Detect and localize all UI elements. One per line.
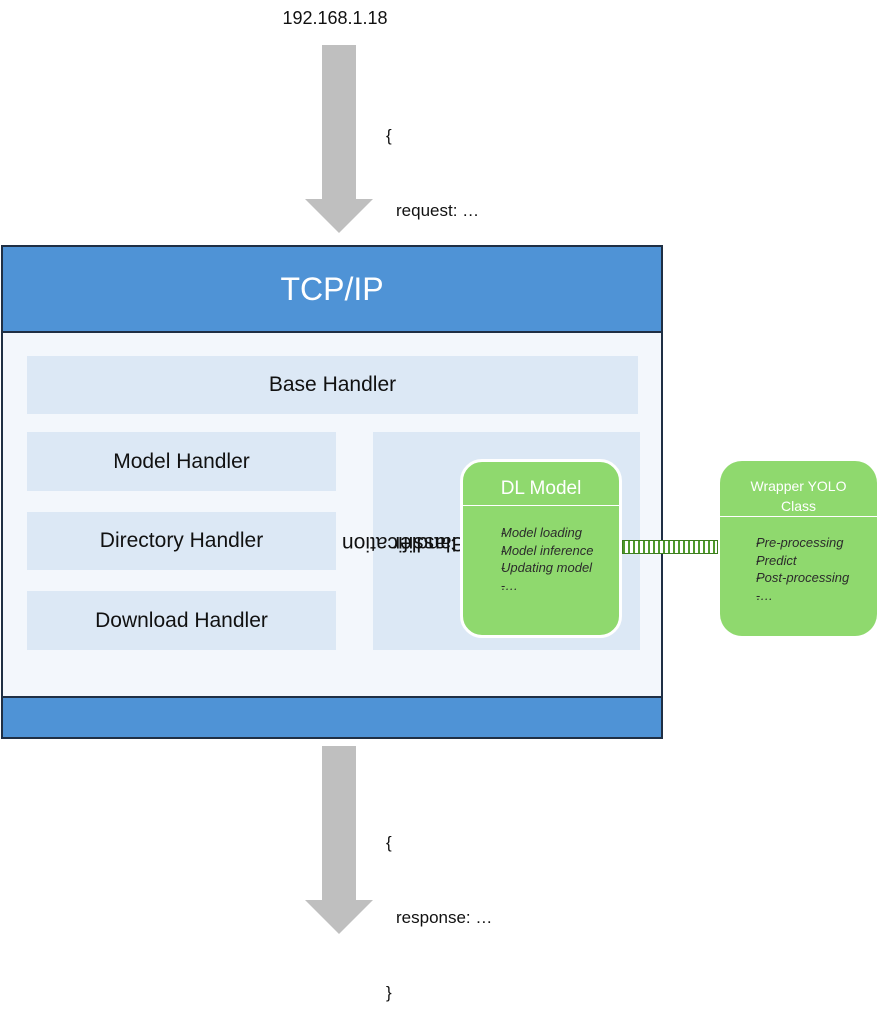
base-handler: Base Handler: [27, 356, 638, 414]
dl-model-item: Model loading: [475, 524, 594, 542]
dl-model-box: DL Model Model loading Model inference U…: [460, 459, 622, 638]
directory-handler: Directory Handler: [27, 512, 336, 570]
wrapper-yolo-box: Wrapper YOLO Class Pre-processing Predic…: [720, 461, 877, 636]
dl-model-item: ….: [475, 577, 594, 595]
classification-handler-label: Classification Handler: [342, 468, 467, 618]
model-handler: Model Handler: [27, 432, 336, 491]
wrapper-yolo-title-line2: Class: [780, 498, 816, 514]
directory-handler-label: Directory Handler: [99, 529, 264, 552]
model-handler-label: Model Handler: [113, 449, 250, 473]
request-arrow-shaft: [322, 45, 356, 200]
wrapper-yolo-title: Wrapper YOLO Class: [720, 476, 877, 516]
model-wrapper-connector: [622, 540, 718, 554]
wrapper-yolo-item: Post-processing: [728, 569, 849, 587]
response-arrow-shaft: [322, 746, 356, 901]
wrapper-yolo-divider: [720, 516, 877, 517]
dl-model-item: Model inference: [475, 542, 594, 560]
wrapper-yolo-list: Pre-processing Predict Post-processing ……: [728, 534, 849, 604]
request-arrow-head: [305, 199, 373, 233]
wrapper-yolo-item: Pre-processing: [728, 534, 849, 552]
request-json-body: request: …: [396, 201, 480, 220]
dl-model-title: DL Model: [500, 478, 582, 499]
response-json-close: }: [386, 983, 392, 1002]
dl-model-list: Model loading Model inference Updating m…: [475, 524, 594, 594]
base-handler-label: Base Handler: [268, 373, 397, 396]
download-handler: Download Handler: [27, 591, 336, 650]
tcp-ip-footer: [3, 696, 661, 737]
response-json-open: {: [386, 833, 392, 852]
tcp-ip-title: TCP/IP: [280, 270, 384, 307]
dl-model-divider: [463, 505, 619, 506]
response-json-body: response: …: [396, 908, 493, 927]
download-handler-label: Download Handler: [95, 608, 268, 632]
request-source-ip: 192.168.1.18: [282, 8, 388, 28]
dl-model-item: Updating model: [475, 559, 594, 577]
response-json: { response: … }: [386, 780, 492, 1030]
wrapper-yolo-item: ….: [728, 587, 849, 605]
wrapper-yolo-item: Predict: [728, 552, 849, 570]
request-json-open: {: [386, 126, 392, 145]
wrapper-yolo-title-line1: Wrapper YOLO: [750, 478, 847, 494]
response-arrow-head: [305, 900, 373, 934]
tcp-ip-header: TCP/IP: [3, 247, 661, 333]
